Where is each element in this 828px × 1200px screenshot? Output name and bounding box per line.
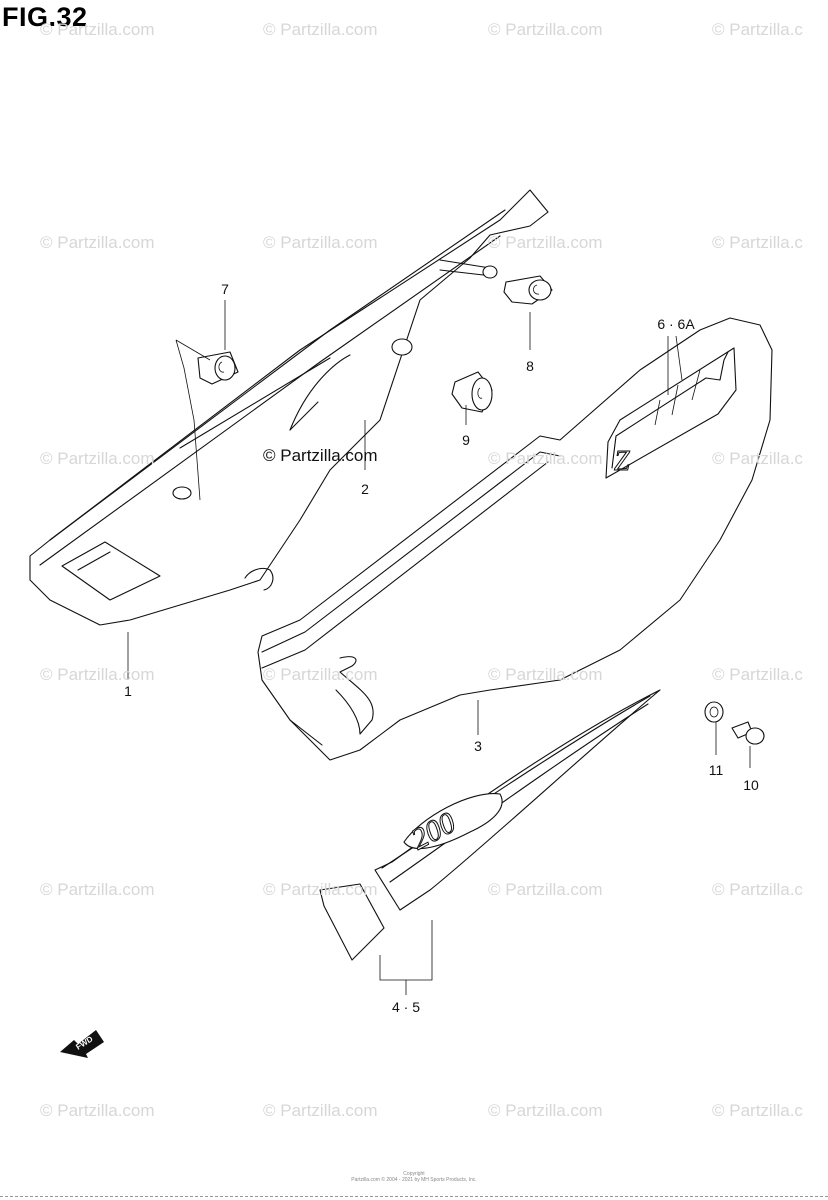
callout-8: 8 bbox=[526, 358, 534, 374]
figure-title: FIG.32 bbox=[2, 2, 88, 32]
callout-6-6a: 6 · 6A bbox=[657, 316, 695, 332]
callout-1: 1 bbox=[124, 683, 132, 699]
part-1-frame-cover bbox=[29, 189, 549, 626]
copyright-line-1: Copyright bbox=[403, 1171, 425, 1177]
watermark: © Partzilla.c bbox=[712, 233, 803, 252]
watermark: © Partzilla.com bbox=[488, 20, 603, 39]
part-3-side-cover: Z bbox=[257, 317, 773, 761]
callout-3: 3 bbox=[474, 738, 482, 754]
watermark: © Partzilla.com bbox=[263, 233, 378, 252]
watermark: © Partzilla.com bbox=[488, 1101, 603, 1120]
watermark: © Partzilla.com bbox=[263, 665, 378, 684]
callout-7: 7 bbox=[221, 281, 229, 297]
part-4-5-emblem: 200 bbox=[319, 689, 661, 961]
watermark: © Partzilla.com bbox=[40, 20, 155, 39]
callout-2: 2 bbox=[361, 481, 369, 497]
watermark: © Partzilla.com bbox=[488, 233, 603, 252]
watermark: © Partzilla.com bbox=[488, 880, 603, 899]
watermark: © Partzilla.com bbox=[40, 880, 155, 899]
watermark: © Partzilla.com bbox=[40, 233, 155, 252]
forward-arrow-icon: FWD bbox=[60, 1030, 104, 1058]
callout-4-5: 4 · 5 bbox=[391, 999, 421, 1015]
watermark: © Partzilla.com bbox=[263, 1101, 378, 1120]
watermark: © Partzilla.com bbox=[40, 449, 155, 468]
watermark: © Partzilla.com bbox=[263, 20, 378, 39]
copyright-line-2: Partzilla.com © 2004 - 2021 by MH Sports… bbox=[351, 1177, 477, 1183]
part-8-grommet bbox=[503, 275, 553, 305]
callout-10: 10 bbox=[743, 777, 759, 793]
watermark: © Partzilla.com bbox=[488, 665, 603, 684]
watermark: © Partzilla.c bbox=[712, 449, 803, 468]
callout-9: 9 bbox=[462, 432, 470, 448]
watermark: © Partzilla.com bbox=[488, 449, 603, 468]
watermark: © Partzilla.c bbox=[712, 1101, 803, 1120]
copyright-notice: Copyright Partzilla.com © 2004 - 2021 by… bbox=[351, 1171, 476, 1183]
watermark: © Partzilla.com bbox=[263, 880, 378, 899]
side-decal-text: Z bbox=[614, 446, 630, 477]
part-7-grommet bbox=[197, 351, 239, 385]
watermark: © Partzilla.com bbox=[40, 1101, 155, 1120]
watermark: © Partzilla.c bbox=[712, 665, 803, 684]
page-edge bbox=[0, 1196, 828, 1197]
part-9-spacer bbox=[451, 371, 493, 413]
main-watermark: © Partzilla.com bbox=[263, 446, 378, 465]
watermark: © Partzilla.com bbox=[40, 665, 155, 684]
watermark: © Partzilla.c bbox=[712, 20, 803, 39]
part-10-bolt bbox=[731, 721, 765, 745]
callout-11: 11 bbox=[708, 762, 724, 778]
part-11-washer bbox=[704, 701, 724, 723]
leader-lines bbox=[127, 300, 751, 995]
watermark: © Partzilla.c bbox=[712, 880, 803, 899]
